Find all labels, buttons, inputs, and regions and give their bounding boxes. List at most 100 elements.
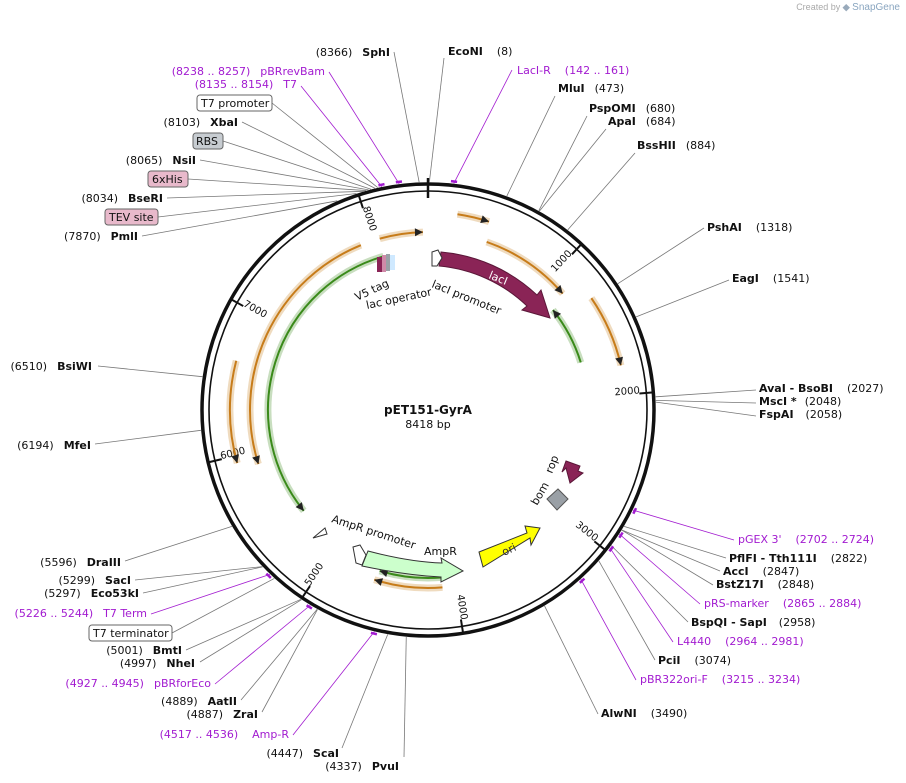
enzyme-label[interactable]: (6510)BsiWI	[10, 360, 92, 373]
primer-label[interactable]: pRS-marker(2865 .. 2884)	[704, 597, 861, 610]
primer-label[interactable]: (4927 .. 4945)pBRforEco	[65, 677, 211, 690]
enzyme-label[interactable]: (4337)PvuI	[325, 760, 399, 773]
enzyme-label[interactable]: (5299)SacI	[58, 574, 131, 587]
tick-mark	[207, 458, 223, 464]
primer-label[interactable]: pBR322ori-F(3215 .. 3234)	[640, 673, 800, 686]
ampr-promoter-arrow	[352, 544, 367, 566]
enzyme-label[interactable]: (5596)DraIII	[40, 556, 121, 569]
leader-line	[300, 85, 383, 187]
t7-terminator-box[interactable]: T7 terminator	[92, 627, 169, 640]
primer-labels: LacI-R(142 .. 161) pGEX 3'(2702 .. 2724)…	[15, 64, 875, 741]
orf-arc-6[interactable]	[249, 244, 362, 465]
leader-line	[635, 279, 730, 318]
leader-line	[506, 95, 556, 197]
leader-line	[134, 566, 263, 581]
orf-arc-8-head	[231, 454, 239, 464]
laci-arrow[interactable]	[438, 251, 551, 319]
t7-promoter-box[interactable]: T7 promoter	[200, 97, 270, 110]
enzyme-label[interactable]: BstZ17I(2848)	[716, 578, 814, 591]
6xhis-box[interactable]: 6xHis	[152, 173, 183, 186]
primer-mark	[579, 577, 586, 584]
plasmid-name: pET151-GyrA	[384, 403, 473, 417]
enzyme-label[interactable]: AvaI - BsoBI(2027)	[759, 382, 884, 395]
leader-line	[538, 115, 588, 211]
enzyme-label[interactable]: EagI(1541)	[732, 272, 809, 285]
enzyme-label[interactable]: FspAI(2058)	[759, 408, 842, 421]
primer-label[interactable]: LacI-R(142 .. 161)	[517, 64, 629, 77]
enzyme-label[interactable]: ApaI(684)	[608, 115, 676, 128]
orf-arc-3[interactable]	[486, 241, 564, 295]
enzyme-label[interactable]: PciI(3074)	[658, 654, 731, 667]
boxed-feature-labels: T7 promoter RBS 6xHis TEV site T7 termin…	[88, 94, 273, 642]
enzyme-label[interactable]: AlwNI(3490)	[601, 707, 687, 720]
enzyme-label[interactable]: (8366)SphI	[316, 46, 390, 59]
enzyme-label[interactable]: MscI *(2048)	[759, 395, 841, 408]
leader-line	[621, 529, 714, 586]
orf-arc-3-head	[554, 284, 563, 294]
tick-mark	[571, 243, 583, 256]
enzyme-labels-left: (4337)PvuI (4447)ScaI (4887)ZraI (4889)A…	[10, 46, 399, 773]
primer-label[interactable]: (8135 .. 8154)T7	[195, 78, 297, 91]
leader-line	[171, 578, 275, 634]
enzyme-label[interactable]: (6194)MfeI	[17, 439, 91, 452]
tick-mark	[639, 391, 654, 395]
enzyme-label[interactable]: (4997)NheI	[120, 657, 195, 670]
tick-label: 8000	[360, 205, 378, 233]
orf-arc-7[interactable]	[267, 255, 384, 512]
orf-arc-2-head	[480, 215, 490, 223]
orf-arc-4-glow	[588, 296, 625, 367]
enzyme-label[interactable]: AccI(2847)	[723, 565, 799, 578]
primer-label[interactable]: (5226 .. 5244)T7 Term	[15, 607, 147, 620]
primer-label[interactable]: pGEX 3'(2702 .. 2724)	[738, 533, 874, 546]
enzyme-label[interactable]: (5297)Eco53kI	[44, 587, 139, 600]
feature-arcs	[226, 210, 625, 592]
primer-label[interactable]: L4440(2964 .. 2981)	[677, 635, 804, 648]
enzyme-label[interactable]: (7870)PmlI	[64, 230, 138, 243]
primer-mark	[370, 631, 378, 636]
orf-arc-5-head	[552, 310, 562, 319]
enzyme-label[interactable]: PspOMI(680)	[589, 102, 675, 115]
tev-site-box[interactable]: TEV site	[108, 211, 154, 224]
enzyme-label[interactable]: PshAI(1318)	[707, 221, 792, 234]
leader-line	[185, 598, 302, 651]
tick-mark	[593, 540, 606, 551]
enzyme-label[interactable]: BssHII(884)	[637, 139, 715, 152]
leader-line	[94, 429, 201, 445]
enzyme-label[interactable]: (8065)NsiI	[126, 154, 196, 167]
primer-label[interactable]: (8238 .. 8257)pBRrevBam	[172, 65, 325, 78]
enzyme-label[interactable]: (8103)XbaI	[164, 116, 238, 129]
rbs-box[interactable]: RBS	[196, 135, 218, 148]
enzyme-label[interactable]: MluI(473)	[558, 82, 624, 95]
primer-mark	[305, 604, 313, 610]
enzyme-label[interactable]: BspQI - SapI(2958)	[691, 616, 815, 629]
mcs-feature-block	[377, 254, 395, 272]
tick-label: 5000	[303, 561, 326, 588]
leader-line	[609, 547, 674, 643]
enzyme-label[interactable]: PflFI - Tth111I(2822)	[729, 552, 867, 565]
tick-mark	[459, 619, 465, 634]
laci-promoter-label: lacI promoter	[430, 278, 504, 318]
enzyme-label[interactable]: (4889)AatII	[161, 695, 237, 708]
tick-label: 2000	[614, 385, 640, 398]
orf-arc-8[interactable]	[229, 360, 239, 464]
leader-line	[610, 545, 689, 623]
enzyme-label[interactable]: (4447)ScaI	[266, 747, 339, 760]
ampr-arrow[interactable]	[361, 550, 465, 583]
leader-line	[655, 401, 757, 417]
leader-line	[187, 178, 367, 191]
tick-label: 4000	[454, 594, 469, 621]
primer-mark	[265, 572, 272, 579]
leader-lines	[94, 51, 757, 758]
ori-arrow[interactable]	[478, 525, 541, 568]
enzyme-label[interactable]: (4887)ZraI	[187, 708, 259, 721]
primer-mark	[632, 507, 638, 515]
primer-label[interactable]: (4517 .. 4536)Amp-R	[160, 728, 290, 741]
orf-arc-7-head	[295, 502, 304, 511]
enzyme-label[interactable]: EcoNI(8)	[448, 45, 512, 58]
enzyme-label[interactable]: (8034)BseRI	[81, 192, 163, 205]
leader-line	[655, 389, 757, 398]
rop-label: rop	[543, 454, 562, 476]
enzyme-label[interactable]: (5001)BmtI	[106, 644, 182, 657]
tick-label: 1000	[549, 248, 574, 274]
